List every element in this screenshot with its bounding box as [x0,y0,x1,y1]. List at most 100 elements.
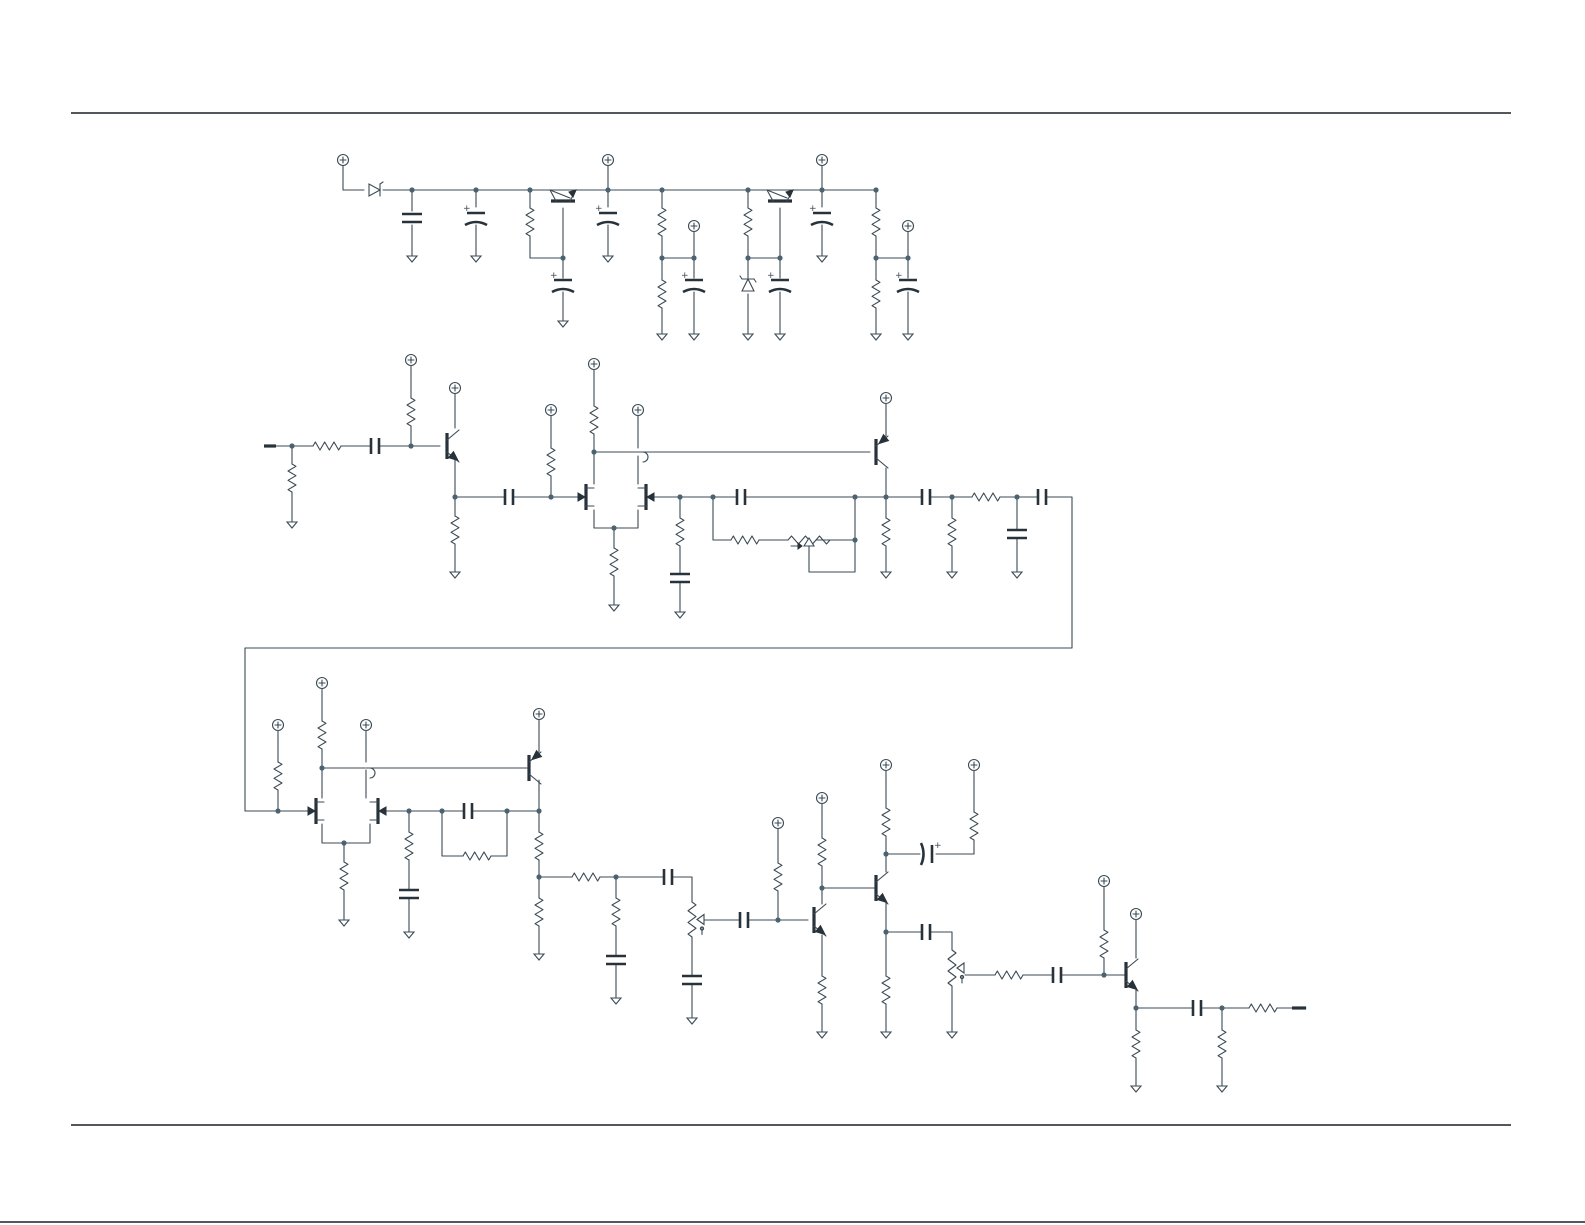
junction-dot [677,494,682,499]
resistor-icon [731,536,759,544]
capacitor-icon [737,489,745,505]
electrolytic-capacitor-icon: + [921,841,942,865]
junction-dot [605,187,610,192]
resistor-icon [547,448,555,476]
resistor-icon [948,518,956,546]
capacitor-icon [402,214,422,222]
electrolytic-capacitor-icon: + [895,271,919,292]
junction-dot [536,808,541,813]
input-transistor-icon [308,798,324,824]
ground-icon [687,1018,697,1024]
resistor-icon [274,762,282,790]
resistor-icon [590,406,598,434]
junction-dot [745,187,750,192]
junction-dot [409,187,414,192]
electrolytic-capacitor-icon: + [681,271,705,292]
supply-terminal-icon [546,405,557,423]
capacitor-icon [464,803,472,819]
ground-icon [1131,1086,1141,1092]
junction-dot [527,187,532,192]
junction-dot [873,187,878,192]
resistor-icon [872,280,880,308]
capacitor-icon [1053,967,1061,983]
resistor-icon [451,516,459,544]
ground-icon [689,334,699,340]
resistor-icon [774,863,782,891]
npn-transistor-icon [814,904,826,936]
resistor-icon [318,721,326,749]
resistor-icon [995,971,1023,979]
ground-icon [404,932,414,938]
junction-dot [611,525,616,530]
supply-terminal-icon [881,760,892,778]
junction-dot [408,443,413,448]
supply-terminal-icon [338,155,349,173]
resistor-icon [744,208,752,236]
resistor-icon [1100,930,1108,958]
svg-text:+: + [934,841,942,851]
junction-layer [275,187,1224,1010]
junction-dot [452,494,457,499]
junction-dot [1219,1005,1224,1010]
junction-dot [341,840,346,845]
junction-dot [852,494,857,499]
supply-terminal-icon [817,793,828,811]
ground-icon [1217,1086,1227,1092]
junction-dot [905,255,910,260]
capacitor-icon [682,976,702,984]
input-transistor-icon [578,484,594,510]
capacitor-icon [505,489,513,505]
junction-dot [289,443,294,448]
supply-terminal-icon [406,355,417,373]
resistor-icon [612,898,620,926]
svg-text:+: + [595,204,603,214]
resistor-icon [872,208,880,236]
ground-icon [609,605,619,611]
resistor-icon [340,862,348,890]
supply-terminal-icon [689,221,700,239]
wire-crossing [370,768,375,778]
pnp-transistor-icon [876,435,889,468]
resistor-icon [658,208,666,236]
resistor-icon [1218,1030,1226,1058]
wire-crossing [643,452,648,462]
ground-icon [881,572,891,578]
wire-net [245,172,1306,1086]
capacitor-icon [740,912,748,928]
resistor-icon [818,838,826,866]
junction-dot [473,187,478,192]
ground-icon [407,256,417,262]
electrolytic-capacitor-icon: + [809,204,833,225]
resistor-icon [818,976,826,1004]
supply-terminal-icon [903,221,914,239]
junction-dot [883,851,888,856]
resistor-icon [572,873,600,881]
ground-icon [775,334,785,340]
electrolytic-capacitor-icon: + [595,204,619,225]
ground-icon [947,1032,957,1038]
supply-terminal-icon [1131,909,1142,927]
junction-dot [659,255,664,260]
resistor-icon [535,832,543,860]
junction-dot [536,874,541,879]
capacitor-icon [1007,530,1027,538]
capacitor-icon [922,924,930,940]
supply-terminal-icon [603,155,614,173]
svg-text:+: + [463,204,471,214]
supply-terminal-icon [589,359,600,377]
resistor-icon [882,808,890,836]
input-transistor-icon [370,798,386,824]
supply-terminal-icon [1099,876,1110,894]
junction-dot [949,494,954,499]
ground-icon [675,612,685,618]
junction-dot [1133,1005,1138,1010]
resistor-icon [407,398,415,426]
svg-text:+: + [895,271,903,281]
ground-icon [817,1032,827,1038]
junction-dot [275,808,280,813]
junction-dot [819,187,824,192]
capacitor-icon [664,869,672,885]
ground-icon [881,1032,891,1038]
ground-icon [603,256,613,262]
